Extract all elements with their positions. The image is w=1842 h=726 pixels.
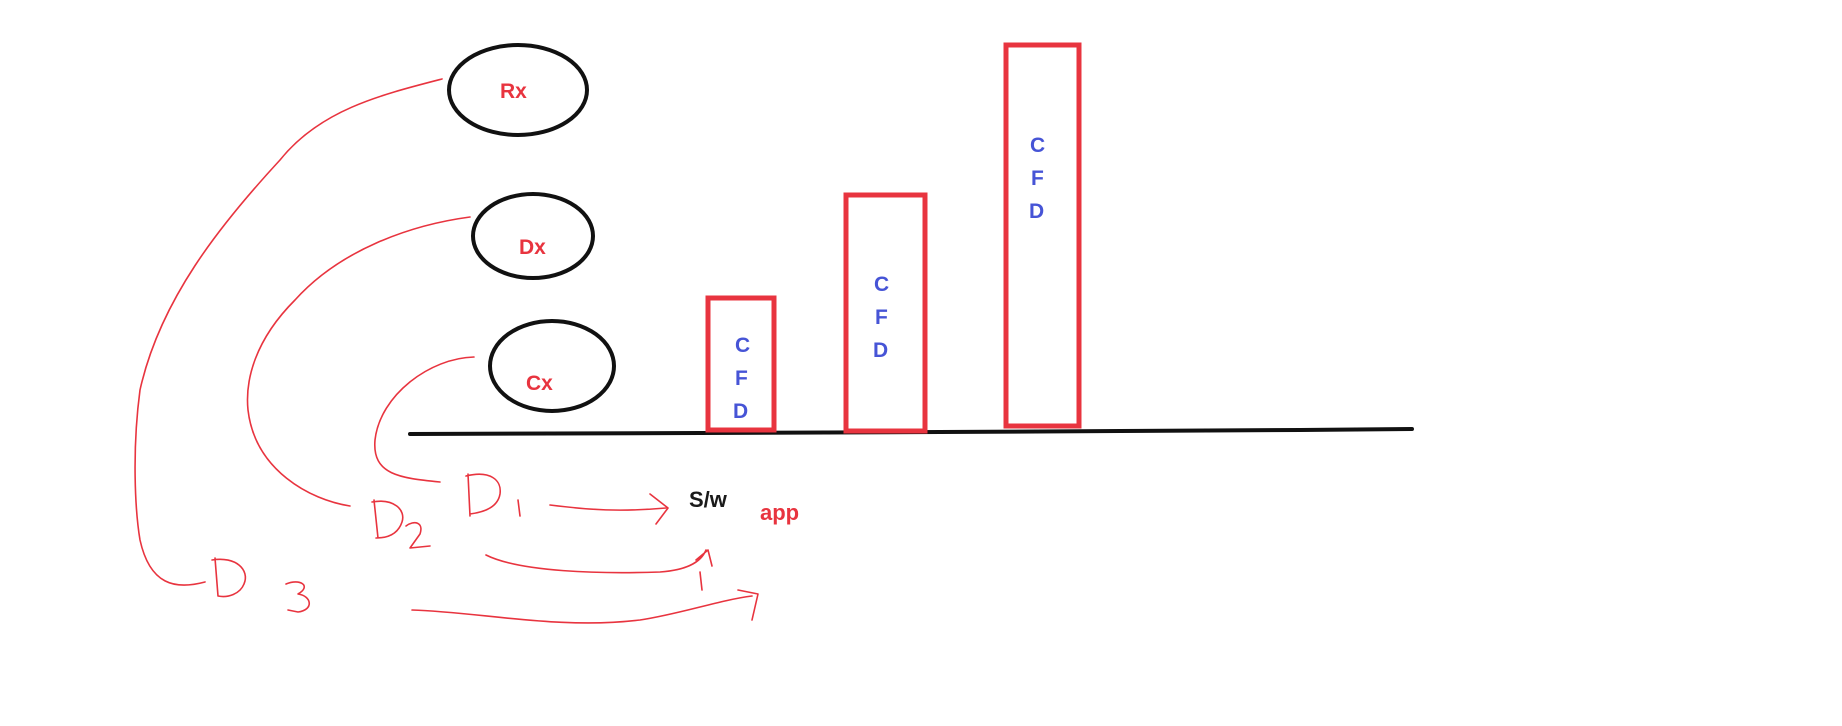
target-sw: S/w: [689, 487, 728, 512]
ellipse-rx-label: Rx: [500, 80, 527, 103]
cfd-box-3-line-2: F: [1031, 167, 1044, 190]
cfd-box-1-line-1: C: [735, 334, 750, 357]
ellipse-cx: [488, 319, 616, 413]
cfd-box-3: [1003, 42, 1082, 429]
cfd-box-1-line-2: F: [735, 367, 748, 390]
ellipse-cx-label: Cx: [526, 372, 553, 395]
cfd-box-2-line-2: F: [875, 306, 888, 329]
curve-dx-to-d2: [246, 216, 471, 507]
arrow-d1-to-app: [549, 493, 669, 525]
baseline: [408, 427, 1414, 436]
cfd-box-3-line-3: D: [1029, 200, 1044, 223]
target-app: app: [760, 500, 799, 525]
ellipse-dx: [471, 192, 595, 280]
ellipse-dx-label: Dx: [519, 236, 546, 259]
cfd-box-2-line-1: C: [874, 273, 889, 296]
handwritten-d2: [371, 499, 431, 549]
cfd-box-3-line-1: C: [1030, 134, 1045, 157]
handwritten-d3-label: D3: [0, 0, 2, 1]
handwritten-d1: [465, 473, 521, 517]
cfd-box-2-line-3: D: [873, 339, 888, 362]
arrow-d3-to-app: [411, 589, 759, 624]
cfd-box-2: [843, 192, 928, 434]
cfd-box-1-line-3: D: [733, 400, 748, 423]
curve-cx-to-d1: [374, 356, 475, 483]
handwritten-d3: [211, 557, 311, 613]
cfd-box-1: [705, 295, 777, 433]
arrow-d2-to-app: [485, 549, 713, 591]
ellipse-rx: [447, 43, 589, 137]
curve-rx-to-d3: [134, 78, 443, 586]
